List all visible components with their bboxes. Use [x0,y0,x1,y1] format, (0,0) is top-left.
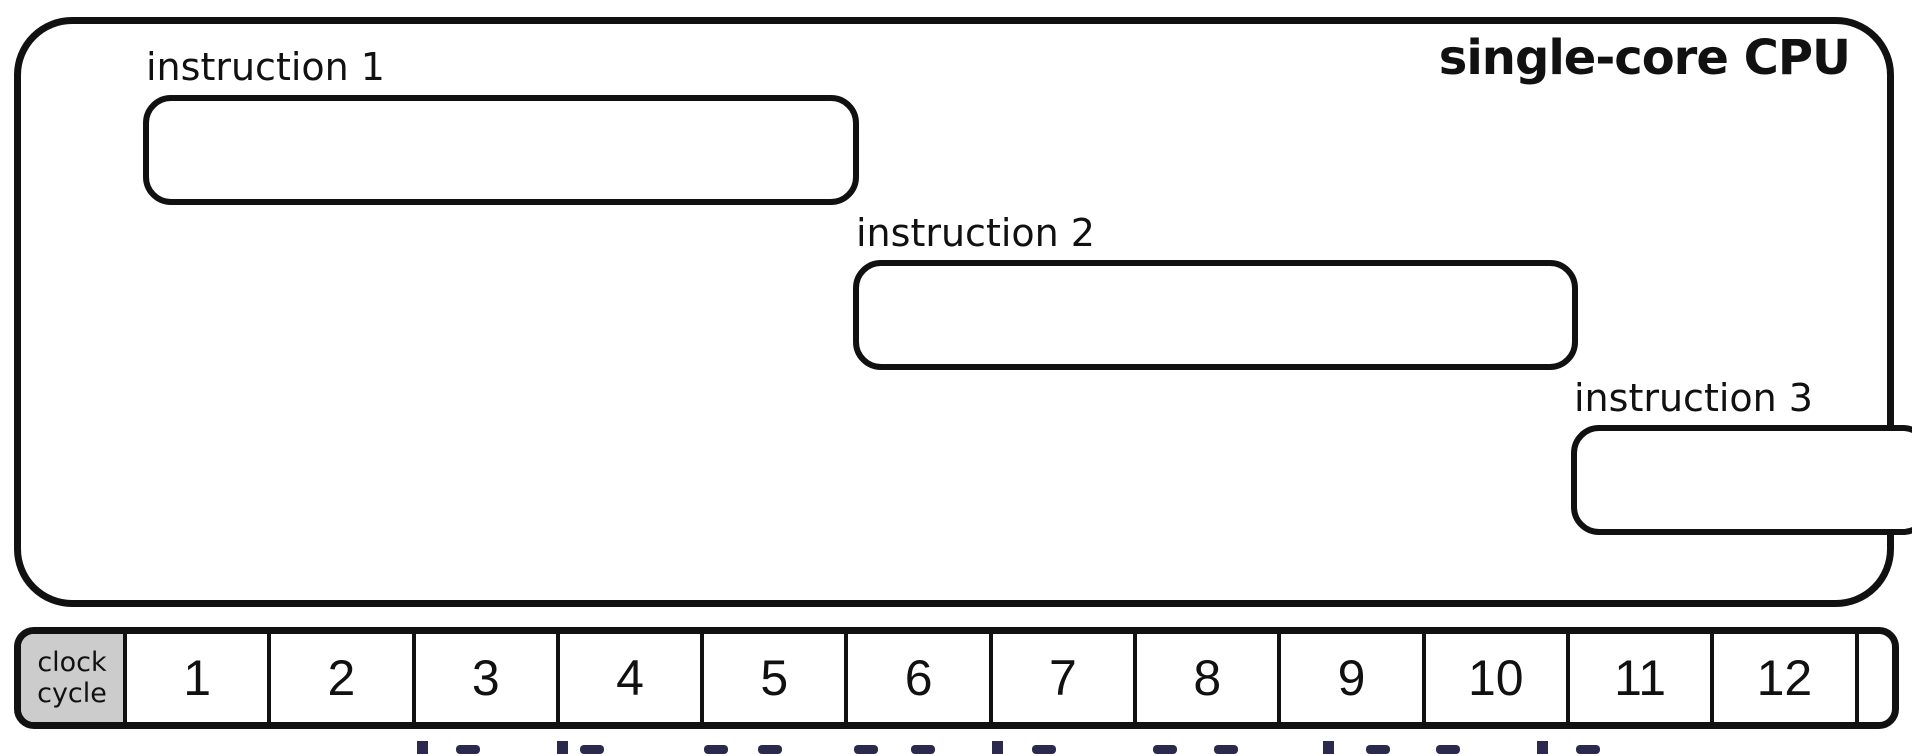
clock-cycle-strip: clock cycle 1 2 3 4 5 6 7 8 9 10 11 12 [14,627,1899,729]
instruction-3-label: instruction 3 [1574,376,1813,420]
cpu-title: single-core CPU [1438,30,1851,86]
clock-cell-9: 9 [1277,634,1421,722]
clock-label-line1: clock [37,646,107,678]
clock-cell-7: 7 [988,634,1133,722]
instruction-1-label: instruction 1 [146,45,385,89]
instruction-2-label: instruction 2 [856,211,1095,255]
clock-cell-4: 4 [555,634,700,722]
instruction-1-box [143,95,859,205]
cpu-frame [14,17,1894,607]
clock-cell-3: 3 [411,634,556,722]
clock-cell-partial [1854,634,1892,722]
clock-cell-1: 1 [123,634,267,722]
instruction-3-box [1571,425,1912,535]
cut-off-caption-fragment [417,741,1600,754]
clock-cell-11: 11 [1565,634,1710,722]
clock-label-line2: cycle [37,678,107,709]
clock-cell-8: 8 [1133,634,1277,722]
clock-cell-10: 10 [1421,634,1566,722]
clock-cell-2: 2 [267,634,411,722]
clock-cycle-label: clock cycle [21,634,123,722]
instruction-2-box [853,260,1578,370]
clock-cell-5: 5 [700,634,844,722]
clock-cell-6: 6 [844,634,988,722]
clock-cell-12: 12 [1710,634,1854,722]
